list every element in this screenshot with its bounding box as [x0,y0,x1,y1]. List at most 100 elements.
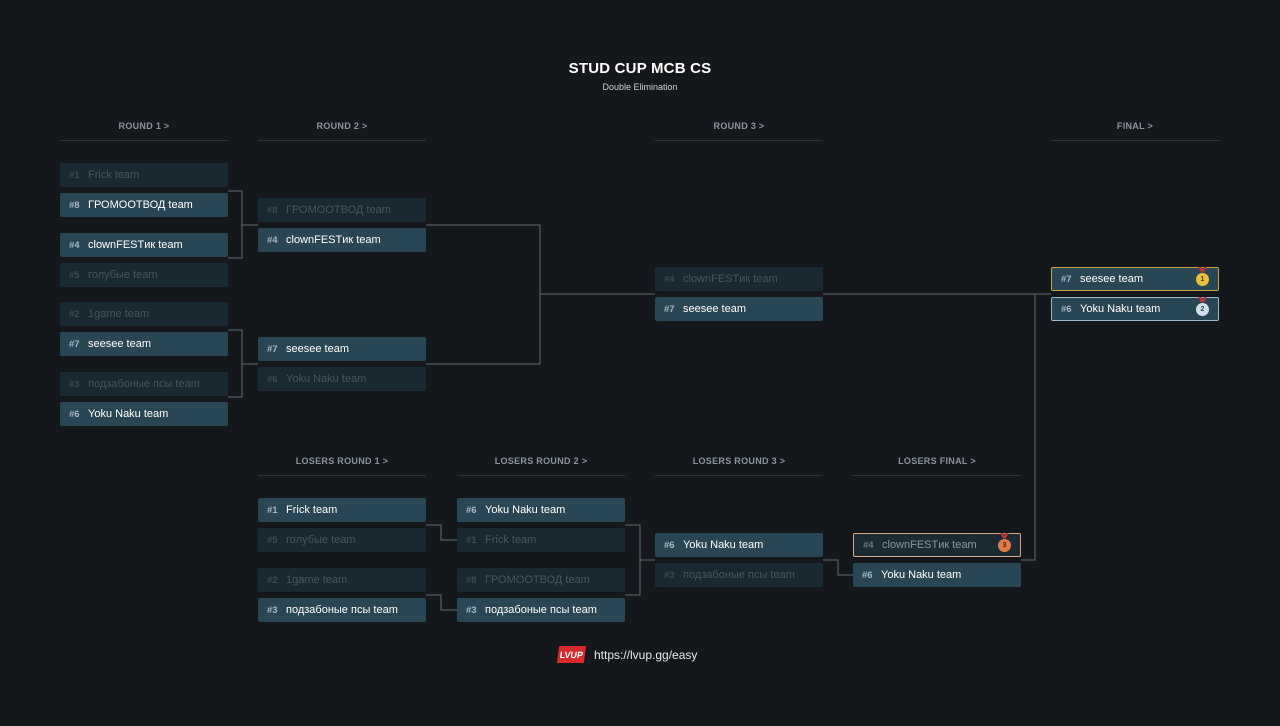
team-name: seesee team [286,343,349,355]
team-name: Yoku Naku team [485,504,566,516]
seed-number: #5 [267,534,278,546]
team-name: clownFESTик team [882,539,977,551]
round-3-header[interactable]: ROUND 3 > [655,120,823,141]
seed-number: #3 [69,378,80,390]
match-slot[interactable]: #1 Frick team [457,528,625,552]
team-name: 1game team [88,308,150,320]
footer-link[interactable]: https://lvup.gg/easy [594,647,698,662]
connector-line [426,524,457,541]
match-slot[interactable]: #3 подзабоные псы team [457,598,625,622]
silver-medal-icon: 2 [1196,302,1209,316]
team-name: Frick team [88,169,140,181]
team-name: Frick team [286,504,338,516]
losers-round-1-header[interactable]: LOSERS ROUND 1 > [258,455,426,476]
team-name: Frick team [485,534,537,546]
match-slot[interactable]: #7 seesee team [655,297,823,321]
match-slot[interactable]: #4 clownFESTик team [655,267,823,291]
connector-line [228,329,258,365]
connector-line [1021,294,1036,561]
losers-round-3-header[interactable]: LOSERS ROUND 3 > [655,455,823,476]
connector-line [625,560,641,596]
connector-line [426,224,655,295]
team-name: подзабоные псы team [88,378,200,390]
seed-number: #2 [267,574,278,586]
match-slot[interactable]: #3 подзабоные псы team [258,598,426,622]
connector-line [823,559,853,576]
seed-number: #3 [664,569,675,581]
final-header[interactable]: FINAL > [1051,120,1219,141]
match-slot[interactable]: #6 Yoku Naku team [853,563,1021,587]
team-name: Yoku Naku team [881,569,962,581]
seed-number: #8 [69,199,80,211]
seed-number: #4 [69,239,80,251]
seed-number: #6 [862,569,873,581]
match-slot[interactable]: #8 ГРОМООТВОД team [457,568,625,592]
seed-number: #4 [267,234,278,246]
team-name: Yoku Naku team [286,373,367,385]
seed-number: #6 [69,408,80,420]
team-name: 1game team [286,574,348,586]
team-name: ГРОМООТВОД team [485,574,590,586]
team-name: clownFESTик team [683,273,778,285]
lvup-logo[interactable]: LVUP [556,646,587,663]
seed-number: #1 [267,504,278,516]
seed-number: #6 [1061,303,1072,315]
match-slot[interactable]: #6 Yoku Naku team [258,367,426,391]
match-slot[interactable]: #2 1game team [258,568,426,592]
seed-number: #3 [466,604,477,616]
seed-number: #3 [267,604,278,616]
seed-number: #4 [664,273,675,285]
match-slot[interactable]: #3 подзабоные псы team [60,372,228,396]
losers-final-header[interactable]: LOSERS FINAL > [853,455,1021,476]
team-name: seesee team [88,338,151,350]
match-slot[interactable]: #1 Frick team [258,498,426,522]
match-slot[interactable]: #7 seesee team [60,332,228,356]
match-slot[interactable]: #8 ГРОМООТВОД team [258,198,426,222]
team-name: clownFESTик team [286,234,381,246]
seed-number: #6 [267,373,278,385]
match-slot[interactable]: #6 Yoku Naku team [457,498,625,522]
team-name: подзабоные псы team [485,604,597,616]
round-2-header[interactable]: ROUND 2 > [258,120,426,141]
team-name: seesee team [683,303,746,315]
connector-line [426,594,457,611]
seed-number: #6 [466,504,477,516]
team-name: Yoku Naku team [683,539,764,551]
seed-number: #1 [466,534,477,546]
seed-number: #8 [267,204,278,216]
seed-number: #1 [69,169,80,181]
match-slot[interactable]: #1 Frick team [60,163,228,187]
seed-number: #4 [863,539,874,551]
tournament-title: STUD CUP MCB CS [568,60,712,77]
losers-round-2-header[interactable]: LOSERS ROUND 2 > [457,455,625,476]
match-slot[interactable]: #6 Yoku Naku team [60,402,228,426]
gold-medal-icon: 1 [1196,272,1209,286]
round-1-header[interactable]: ROUND 1 > [60,120,228,141]
seed-number: #7 [664,303,675,315]
match-slot[interactable]: #6 Yoku Naku team [655,533,823,557]
team-name: ГРОМООТВОД team [286,204,391,216]
team-name: Yoku Naku team [88,408,169,420]
seed-number: #5 [69,269,80,281]
seed-number: #7 [1061,273,1072,285]
match-slot[interactable]: #7 seesee team [258,337,426,361]
seed-number: #7 [267,343,278,355]
seed-number: #7 [69,338,80,350]
connector-line [228,364,243,398]
seed-number: #6 [664,539,675,551]
tournament-format: Double Elimination [602,82,678,92]
match-slot[interactable]: #4 clownFESTик team [258,228,426,252]
seed-number: #8 [466,574,477,586]
team-name: подзабоные псы team [286,604,398,616]
connector-line [228,190,258,226]
match-slot[interactable]: #5 голубые team [258,528,426,552]
team-name: голубые team [286,534,356,546]
